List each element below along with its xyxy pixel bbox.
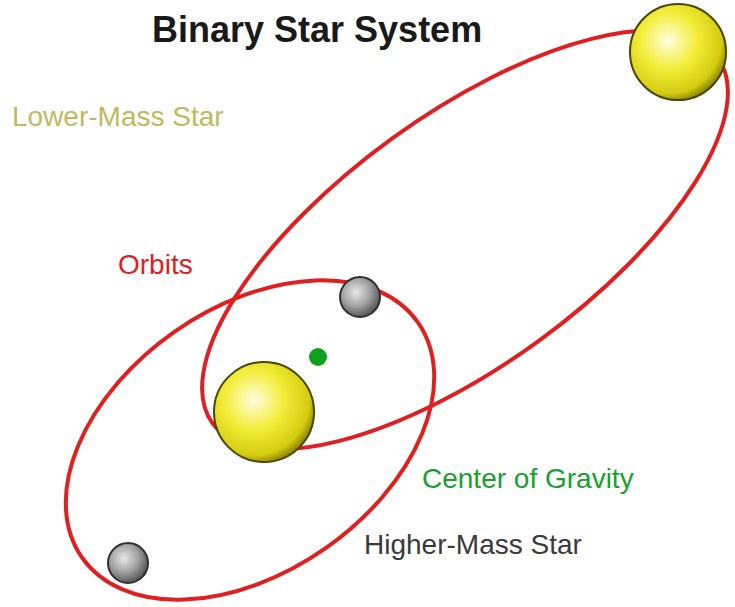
orbit-label: Orbits [116,250,195,281]
gray-star [108,543,148,583]
center-of-gravity-dot [309,348,327,366]
yellow-star [214,362,314,462]
gray-star [340,277,380,317]
center-label: Center of Gravity [420,464,636,495]
large-orbit [139,0,735,525]
diagram-title: Binary Star System [150,10,484,50]
yellow-star [630,4,726,100]
star-label: Higher-Mass Star [362,530,584,561]
star-label: Lower-Mass Star [10,102,226,133]
